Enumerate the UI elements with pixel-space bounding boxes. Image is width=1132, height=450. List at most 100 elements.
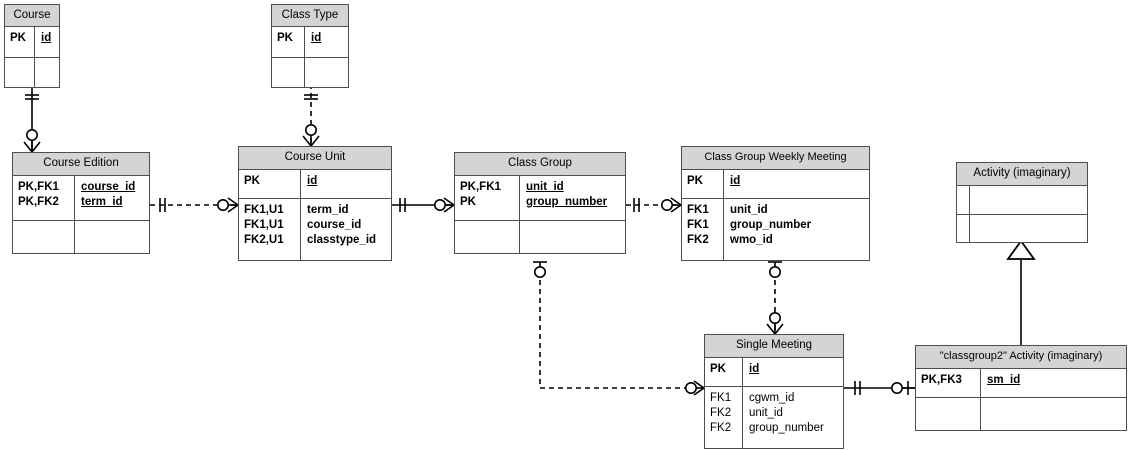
key-column [5,58,35,87]
attribute-label: classtype_id [307,233,387,248]
attribute-label: term_id [81,195,145,210]
entity-section: PK id [705,358,843,386]
attribute-text: id [749,363,760,375]
attribute-column: id [301,170,391,198]
attribute-text: term_id [307,204,349,216]
attribute-text: id [41,32,52,44]
attribute-label: id [311,31,344,46]
attribute-column: id [35,27,59,57]
key-column [272,58,305,87]
attribute-label: course_id [81,180,145,195]
key-label: FK1 [710,392,732,404]
attribute-column [305,58,348,87]
entity-title: Single Meeting [705,335,843,358]
attribute-label: cgwm_id [749,391,839,406]
connector-class-group-to-weekly-meeting [626,197,682,213]
entity-section: PK id [5,27,59,57]
key-label: FK1,U1 [244,219,284,231]
key-label: FK2 [710,422,732,434]
attribute-column: unit_id group_number [520,176,625,220]
attribute-label: unit_id [730,203,865,218]
key-label: PK [277,32,293,44]
key-column [455,221,520,253]
key-label: PK [687,175,703,187]
connector-course-edition-to-course-unit [150,197,239,213]
attribute-column: term_id course_id classtype_id [301,199,391,260]
attribute-text: cgwm_id [749,392,795,404]
key-column: PK,FK3 [916,369,981,397]
attribute-text: course_id [307,219,362,231]
entity-title: Class Group [455,153,625,176]
key-label: FK2 [710,407,732,419]
attribute-text: sm_id [987,374,1021,386]
attribute-label: group_number [526,195,621,210]
attribute-column [970,186,1087,214]
entity-section: PK id [272,27,348,57]
entity-title: Class Type [272,5,348,27]
connector-class-group-to-single-meeting [533,261,705,396]
connector-course-unit-to-class-group [392,197,455,213]
entity-title: "classgroup2" Activity (imaginary) [916,346,1126,369]
attribute-label: id [307,174,387,189]
attribute-text: unit_id [526,181,564,193]
entity-title: Class Group Weekly Meeting [682,147,869,170]
entity-title: Course Edition [13,153,149,176]
attribute-label: wmo_id [730,233,865,248]
entity-classgroup2-activity-imaginary[interactable]: "classgroup2" Activity (imaginary)PK,FK3… [915,345,1127,431]
attribute-text: classtype_id [307,234,377,246]
key-column [957,186,970,214]
entity-section: PK id [239,170,391,198]
attribute-label: group_number [749,421,839,436]
key-column [957,215,970,242]
entity-section [5,57,59,87]
key-label: PK [710,363,726,375]
attribute-text: id [307,175,318,187]
key-label: FK2,U1 [244,234,284,246]
attribute-column [981,398,1126,430]
entity-activity-imaginary[interactable]: Activity (imaginary) [956,162,1088,243]
key-column: PK [239,170,301,198]
attribute-column [35,58,59,87]
key-label: PK,FK1 [18,181,59,193]
attribute-text: term_id [81,196,123,208]
connector-single-meeting-to-classgroup2-activity [844,381,915,395]
attribute-column: id [743,358,843,386]
attribute-text: unit_id [730,204,768,216]
key-label: FK1 [687,219,709,231]
attribute-column [75,221,149,253]
connector-class-type-to-course-unit [302,66,320,147]
key-column: PK [682,170,724,198]
entity-title: Course [5,5,59,27]
attribute-label: sm_id [987,373,1122,388]
attribute-column: id [305,27,348,57]
key-column: PK [705,358,743,386]
attribute-column [970,215,1087,242]
entity-section: PK,FK3 sm_id [916,369,1126,397]
key-label: FK1 [687,204,709,216]
key-column: PK [5,27,35,57]
entity-section [13,220,149,253]
attribute-label: id [749,362,839,377]
key-label: PK,FK2 [18,196,59,208]
